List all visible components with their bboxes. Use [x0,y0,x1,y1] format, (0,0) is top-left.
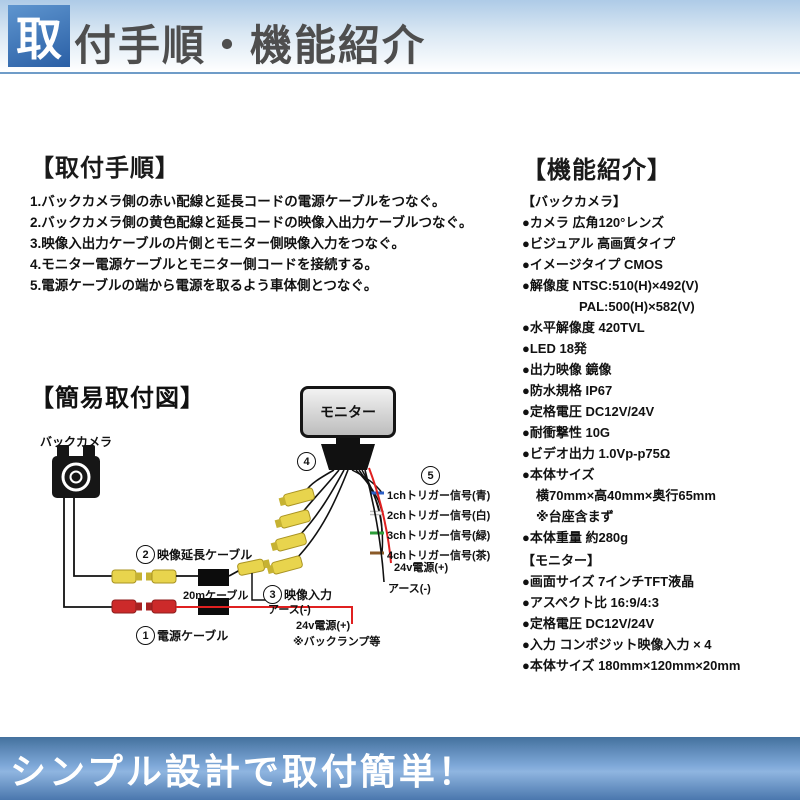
callout-1: 1 [136,626,155,645]
feature-item: ●定格電圧 DC12V/24V [522,616,655,631]
features-camera-title: 【バックカメラ】 [522,194,627,209]
footer-slogan: シンプル設計で取付簡単！ [10,750,477,792]
callout-2: 2 [136,545,155,564]
label-trigger-1ch: 1chトリガー信号(青) [387,490,491,502]
feature-item: PAL:500(H)×582(V) [579,299,695,314]
feature-item: ※台座含まず [536,509,614,524]
feature-item: ●ビジュアル 高画質タイプ [522,236,676,251]
feature-item: ●イメージタイプ CMOS [522,257,663,272]
feature-item: ●LED 18発 [522,341,587,356]
monitor-connector-icon [321,437,375,470]
feature-item: ●本体サイズ [522,467,595,482]
earth-wire [364,469,385,583]
camera-wires [63,498,112,608]
install-step: 2.バックカメラ側の黄色配線と延長コードの映像入出力ケーブルつなぐ。 [30,215,473,230]
label-backup-camera: バックカメラ [40,435,113,449]
label-earth-2: アース(-) [268,604,311,616]
backup-camera-icon [52,445,100,498]
features-section: 【機能紹介】 【バックカメラ】 ●カメラ 広角120°レンズ ●ビジュアル 高画… [522,150,794,676]
label-trigger-3ch: 3chトリガー信号(緑) [387,530,491,542]
label-video-input: 映像入力 [284,588,333,602]
feature-item: ●本体重量 約280g [522,530,629,545]
page-title: 付手順・機能紹介 [74,22,427,69]
feature-item: ●本体サイズ 180mm×120mm×20mm [522,658,741,673]
coil-out-wire [228,569,241,577]
callout-4: 4 [297,452,316,471]
monitor-box: モニター [300,386,396,438]
feature-item: 横70mm×高40mm×奥行65mm [536,488,716,503]
callout-5: 5 [421,466,440,485]
feature-item: ●ビデオ出力 1.0Vp-p75Ω [522,446,671,461]
install-heading: 【取付手順】 [30,155,180,182]
page-title-first-char: 取 [8,5,70,67]
install-steps: 1.バックカメラ側の赤い配線と延長コードの電源ケーブルをつなぐ。 2.バックカメ… [30,191,505,296]
feature-item: ●出力映像 鏡像 [522,362,612,377]
install-step: 3.映像入出力ケーブルの片側とモニター側映像入力をつなぐ。 [30,236,405,251]
video-input-wires [295,469,349,560]
feature-item: ●解像度 NTSC:510(H)×492(V) [522,278,699,293]
feature-item: ●耐衝撃性 10G [522,425,611,440]
video-extension-connectors [111,569,177,584]
label-trigger-2ch: 2chトリガー信号(白) [387,510,491,522]
label-24v-power: 24v電源(+) [394,562,449,574]
feature-item: ●アスペクト比 16:9/4:3 [522,595,659,610]
feature-item: ●入力 コンポジット映像入力 × 4 [522,637,712,652]
label-backlamp-note: ※バックランプ等 [293,636,381,648]
install-section: 【取付手順】 1.バックカメラ側の赤い配線と延長コードの電源ケーブルをつなぐ。 … [30,148,505,296]
callout-3: 3 [263,585,282,604]
label-earth: アース(-) [388,583,431,595]
trigger-wires [351,469,384,554]
rca-connector-stack [266,487,315,575]
header-banner: 取 付手順・機能紹介 [0,0,800,74]
power-connectors [111,599,177,614]
features-monitor-title: 【モニター】 [522,553,601,568]
feature-item: ●水平解像度 420TVL [522,320,645,335]
label-power-cable: 電源ケーブル [157,629,229,643]
features-heading: 【機能紹介】 [522,157,672,184]
install-step: 1.バックカメラ側の赤い配線と延長コードの電源ケーブルをつなぐ。 [30,194,446,209]
diagram-heading: 【簡易取付図】 [30,385,205,412]
label-trigger-4ch: 4chトリガー信号(茶) [387,550,491,562]
feature-item: ●定格電圧 DC12V/24V [522,404,655,419]
feature-item: ●画面サイズ 7インチTFT液晶 [522,574,695,589]
label-20m-cable: 20mケーブル [183,590,249,602]
install-step: 4.モニター電源ケーブルとモニター側コードを接続する。 [30,257,378,272]
feature-item: ●カメラ 広角120°レンズ [522,215,665,230]
label-24v-power-2: 24v電源(+) [296,620,351,632]
feature-item: ●防水規格 IP67 [522,383,613,398]
label-video-extension: 映像延長ケーブル [157,548,253,562]
footer-banner: シンプル設計で取付簡単！ [0,737,800,800]
install-step: 5.電源ケーブルの端から電源を取るよう車体側とつなぐ。 [30,278,378,293]
